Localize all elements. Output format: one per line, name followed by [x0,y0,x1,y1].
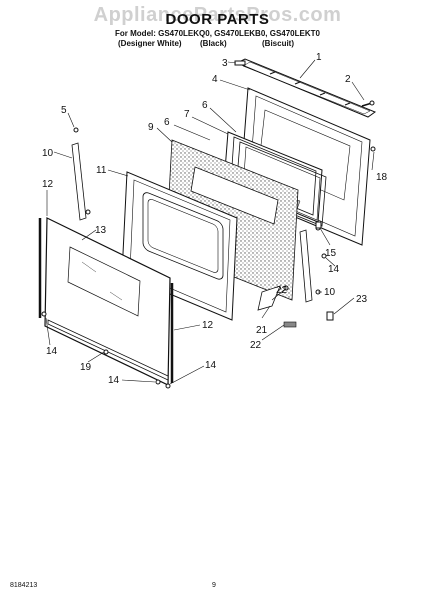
callout-14-left: 14 [46,346,58,357]
callout-6-lower: 6 [164,117,170,128]
screw-part-14-right [165,383,171,389]
callout-23: 23 [356,294,368,305]
callout-12-left: 12 [42,179,54,190]
callout-9: 9 [148,122,154,133]
callout-14-upper: 14 [328,264,340,275]
callout-14-bottom: 14 [108,375,120,386]
callout-5: 5 [61,105,67,116]
model-list: For Model: GS470LEKQ0, GS470LEKB0, GS470… [115,29,320,38]
callout-2: 2 [345,74,351,85]
callout-6-upper: 6 [202,100,208,111]
callout-11: 11 [96,165,107,176]
screw-part-14-left [41,311,47,317]
callout-22-lower: 22 [250,340,262,351]
screw-part-19 [103,349,109,355]
watermark: AppliancePartsPros.com [93,4,342,26]
bottom-trim [47,319,169,381]
callout-7: 7 [184,109,190,120]
spacer-part-15 [315,221,322,229]
door-vent-trim [235,58,377,118]
callout-labels: 1 2 3 4 5 6 6 7 9 10 11 12 13 14 14 14 1… [42,52,388,386]
variant-designer-white: (Designer White) [118,39,182,48]
callout-14-right: 14 [205,360,217,371]
screw-part-14-bottom [155,379,161,385]
callout-18: 18 [376,172,388,183]
callout-15: 15 [325,248,337,259]
callout-3: 3 [222,58,228,69]
hinge-channel-right [299,225,321,303]
leader-lines [45,59,375,385]
page-number: 9 [212,582,216,589]
trim-bracket [234,60,246,66]
hinge-receiver [283,321,297,328]
screw-part-2 [361,100,375,107]
callout-19: 19 [80,362,92,373]
door-hinge [257,285,289,311]
callout-21: 21 [256,325,268,336]
hinge-channel-left [71,127,91,221]
callout-12-right: 12 [202,320,214,331]
document-number: 8184213 [10,582,38,589]
page-title: DOOR PARTS [165,11,270,28]
callout-10-right: 10 [324,287,336,298]
callout-22-upper: 22 [276,285,288,296]
callout-4: 4 [212,74,218,85]
variant-black: (Black) [200,39,227,48]
callout-1: 1 [316,52,322,63]
screw-part-18 [370,146,376,152]
callout-10-left: 10 [42,148,54,159]
callout-13: 13 [95,225,107,236]
clip-part-23 [326,311,334,321]
variant-biscuit: (Biscuit) [262,39,294,48]
screw-part-14-upper [321,253,327,259]
